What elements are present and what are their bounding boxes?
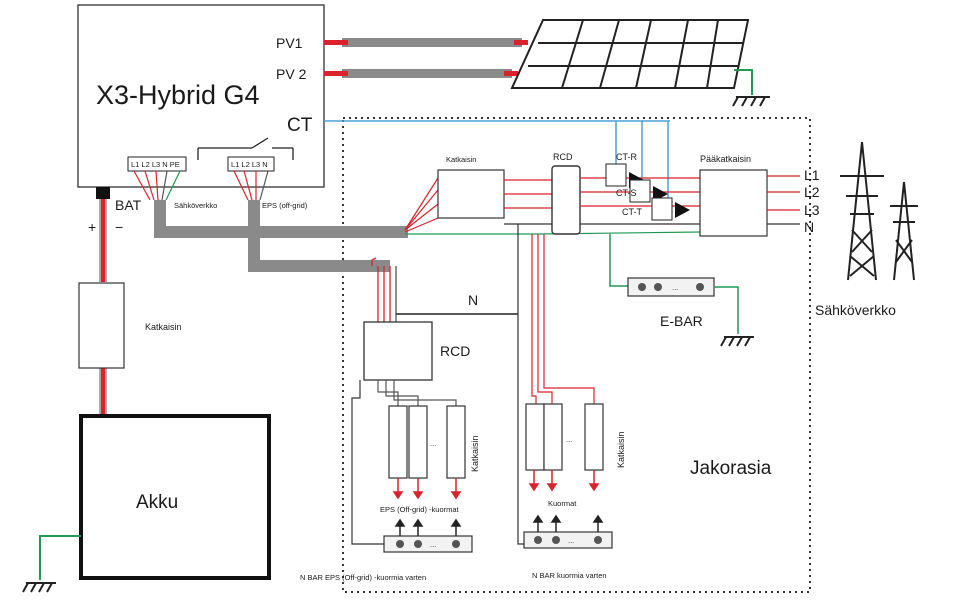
eps-port-label: EPS (off-grid)	[262, 201, 308, 210]
grid-terminal-labels: L1 L2 L3 N PE	[131, 160, 180, 169]
ct-s-label: CT-S	[616, 188, 637, 198]
battery-ground-wire	[39, 535, 81, 580]
ct-label: CT	[287, 115, 313, 136]
bat-plus: +	[88, 219, 96, 235]
panel-earth-symbol	[732, 96, 770, 107]
load-arrows	[528, 470, 600, 492]
phase-n: N	[804, 219, 814, 235]
load-breaker-label: Katkaisin	[616, 431, 626, 468]
terminal-fan-wires	[133, 170, 269, 201]
eps-breakers-dots: ...	[430, 439, 436, 448]
loads-label: Kuormat	[548, 499, 577, 508]
solar-panel-icon	[510, 19, 750, 89]
load-breakers-dots: ...	[566, 435, 572, 444]
bat-connector	[96, 187, 110, 199]
pv-cables	[324, 38, 528, 78]
grid-label: Sähköverkko	[815, 302, 896, 318]
pv1-label: PV1	[276, 35, 303, 51]
breaker-to-rcd-wires	[504, 179, 552, 209]
main-rcd-label: RCD	[553, 152, 573, 162]
grid-tower-icon	[840, 141, 918, 281]
eps-n-bar-dots: ...	[430, 540, 436, 549]
ct-t-label: CT-T	[622, 207, 642, 217]
eps-breaker-label: Katkaisin	[470, 435, 480, 472]
nbar-arrows	[532, 514, 604, 532]
phase-l1: L1	[804, 167, 820, 183]
distribution-board-label: Jakorasia	[690, 458, 772, 479]
battery-box	[79, 414, 271, 580]
battery-label: Akku	[136, 492, 178, 513]
distribution-board-outline	[342, 117, 811, 593]
inverter-title: X3-Hybrid G4	[96, 80, 260, 110]
earth-bar-wire	[609, 234, 628, 287]
battery-breaker	[78, 282, 125, 369]
earth-bar-label: E-BAR	[660, 313, 703, 329]
main-switch-label: Pääkatkaisin	[700, 154, 751, 164]
eps-terminal-labels: L1 L2 L3 N	[231, 160, 268, 169]
eps-rcd	[363, 321, 433, 381]
load-n-bar: ...	[523, 531, 613, 549]
eps-nbar-label: N BAR EPS (Off-grid) -kuormia varten	[300, 573, 426, 582]
eps-load-arrows	[392, 478, 462, 500]
n-link-label: N	[468, 292, 478, 308]
battery-earth-symbol	[22, 582, 56, 593]
pv2-label: PV 2	[276, 66, 307, 82]
grid-feed-wires	[404, 177, 701, 235]
eps-breakers	[388, 405, 466, 479]
phase-l2: L2	[804, 184, 820, 200]
panel-ground-icon	[734, 69, 753, 95]
eps-n-bar: ...	[383, 535, 473, 553]
main-switch	[699, 169, 768, 237]
phase-l3: L3	[804, 202, 820, 218]
eps-switch-icon	[197, 137, 294, 160]
earth-bar-dots: ...	[672, 283, 678, 292]
bat-minus: −	[115, 219, 123, 235]
ct-r-label: CT-R	[616, 152, 637, 162]
load-n-bar-dots: ...	[568, 536, 574, 545]
main-breaker	[437, 169, 505, 219]
nbar-loads-label: N BAR kuormia varten	[532, 571, 607, 580]
eps-terminal-block: L1 L2 L3 N	[227, 156, 275, 172]
inverter-box	[77, 4, 325, 188]
load-feed-wires	[517, 224, 595, 545]
main-rcd	[551, 165, 581, 235]
eps-nbar-arrows	[394, 518, 462, 536]
earth-bar-ground-wire	[714, 286, 739, 334]
battery-breaker-label: Katkaisin	[145, 322, 182, 332]
earth-bar-earth-symbol	[720, 336, 754, 347]
ac-cables	[154, 200, 408, 272]
phase-output-lines	[767, 175, 800, 211]
eps-feed-wires	[371, 257, 397, 322]
eps-rcd-out-wires	[351, 380, 457, 545]
main-breaker-label: Katkaisin	[446, 155, 476, 164]
eps-rcd-label: RCD	[440, 343, 470, 359]
load-breakers	[525, 403, 604, 471]
bat-label: BAT	[115, 197, 142, 213]
eps-loads-label: EPS (Off-grid) -kuormat	[380, 505, 460, 514]
ct-t-icon	[651, 197, 690, 221]
battery-cable	[99, 199, 107, 416]
earth-bar: ...	[627, 277, 715, 297]
grid-port-label: Sähköverkko	[174, 201, 217, 210]
grid-terminal-block: L1 L2 L3 N PE	[127, 156, 187, 172]
